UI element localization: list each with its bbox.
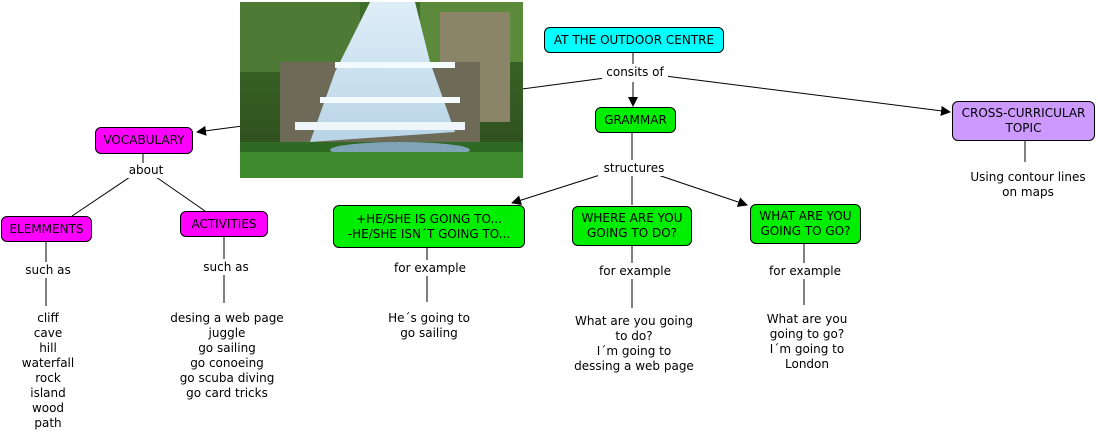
elements-list: cliff cave hill waterfall rock island wo… bbox=[4, 311, 92, 431]
link-label-consits-of: consits of bbox=[602, 65, 668, 80]
root-node[interactable]: AT THE OUTDOOR CENTRE bbox=[544, 27, 724, 53]
cross-curricular-example: Using contour lines on maps bbox=[960, 170, 1096, 200]
activities-node[interactable]: ACTIVITIES bbox=[180, 211, 268, 237]
link-label-such-as-elements: such as bbox=[19, 263, 77, 278]
link-label-about: about bbox=[122, 163, 170, 178]
vocabulary-node[interactable]: VOCABULARY bbox=[95, 127, 193, 154]
waterfall-photo bbox=[240, 2, 523, 178]
what-example: What are you going to go? I´m going to L… bbox=[750, 312, 864, 372]
link-label-for-example-what: for example bbox=[762, 264, 848, 279]
elements-node[interactable]: ELEMMENTS bbox=[1, 216, 92, 242]
going-to-node[interactable]: +HE/SHE IS GOING TO... -HE/SHE ISN´T GOI… bbox=[333, 205, 525, 248]
link-label-for-example-where: for example bbox=[592, 264, 678, 279]
link-label-structures: structures bbox=[598, 161, 670, 176]
grammar-node[interactable]: GRAMMAR bbox=[595, 107, 676, 133]
where-example: What are you going to do? I´m going to d… bbox=[565, 314, 703, 374]
what-node[interactable]: WHAT ARE YOU GOING TO GO? bbox=[750, 204, 861, 244]
where-node[interactable]: WHERE ARE YOU GOING TO DO? bbox=[572, 206, 692, 246]
going-to-example: He´s going to go sailing bbox=[367, 311, 491, 341]
activities-list: desing a web page juggle go sailing go c… bbox=[162, 311, 292, 401]
cross-curricular-node[interactable]: CROSS-CURRICULAR TOPIC bbox=[952, 101, 1095, 141]
link-label-such-as-activities: such as bbox=[197, 260, 255, 275]
link-label-for-example-going: for example bbox=[387, 261, 473, 276]
